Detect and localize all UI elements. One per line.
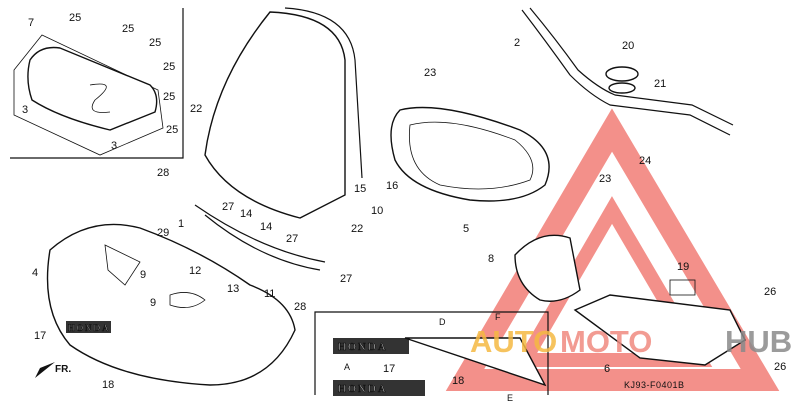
label-19: 19 [677,261,689,273]
inner-cover-opening [408,121,534,190]
label-9: 9 [140,269,146,281]
label-9: 9 [150,297,156,309]
label-24: 24 [639,155,651,167]
part-7-outline [13,34,164,156]
label-28: 28 [157,167,169,179]
label-27: 27 [286,233,298,245]
honda-emblem-upper [333,338,409,354]
label-3: 3 [22,104,28,116]
watermark-moto: MOTO [560,324,652,359]
label-17: 17 [383,363,395,375]
meter-lens-curve [89,83,111,113]
label-25: 25 [149,37,161,49]
label-23: 23 [424,67,436,79]
label-16: 16 [386,180,398,192]
label-25: 25 [69,12,81,24]
grommet-20 [605,66,639,82]
label-F: F [495,312,501,322]
label-23: 23 [599,173,611,185]
windscreen [204,11,346,219]
label-14: 14 [260,221,272,233]
honda-emblem-17-text: HONDA [338,383,388,395]
inset-frame [10,8,184,159]
label-20: 20 [622,40,634,52]
label-15: 15 [354,183,366,195]
label-25: 25 [163,91,175,103]
label-22: 22 [190,103,202,115]
label-17: 17 [34,330,46,342]
label-7: 7 [28,17,34,29]
label-12: 12 [189,265,201,277]
label-18: 18 [102,379,114,391]
honda-emblem-front-text: HONDA [68,323,111,333]
front-direction-arrow: FR. [30,362,71,378]
handlebar-2-edge [529,7,734,126]
vent-9-lower [169,292,206,308]
label-29: 29 [157,227,169,239]
label-28: 28 [294,301,306,313]
watermark-text: AUTO MOTO HUB [470,324,792,359]
label-2: 2 [514,37,520,49]
label-5: 5 [463,223,469,235]
inner-cover-5 [390,106,550,202]
label-25: 25 [163,61,175,73]
screen-bracket-11 [194,204,326,263]
emblem-inset-frame [314,311,549,395]
label-E: E [507,393,513,403]
label-18: 18 [452,375,464,387]
label-27: 27 [222,201,234,213]
under-cover-6 [573,294,746,366]
honda-emblem-17 [333,380,425,396]
watermark-hub: HUB [725,324,792,359]
windscreen-trim-15 [284,7,363,179]
honda-emblem-upper-text: HONDA [338,341,388,353]
label-1: 1 [178,218,184,230]
label-11: 11 [264,288,275,300]
label-25: 25 [122,23,134,35]
honda-emblem-front [66,321,111,333]
label-27: 27 [340,273,352,285]
label-19 [669,279,696,296]
label-25: 25 [166,124,178,136]
label-14: 14 [240,208,252,220]
handlebar-2 [521,9,731,136]
front-direction-label: FR. [55,364,71,375]
part-labels: 7 25 25 25 25 25 25 3 3 22 28 29 1 27 14… [22,12,786,403]
label-8: 8 [488,253,494,265]
label-A: A [344,362,350,372]
lower-cover-8 [514,234,581,302]
label-26: 26 [764,286,776,298]
meter-panel-7 [27,46,158,131]
label-10: 10 [371,205,383,217]
diagram-code: KJ93-F0401B [624,380,685,390]
vent-9-upper [104,244,141,286]
label-13: 13 [227,283,239,295]
label-3: 3 [111,140,117,152]
label-4: 4 [32,267,38,279]
stripe-18 [404,337,547,387]
label-6: 6 [604,363,610,375]
screen-bracket-lower [204,214,321,271]
watermark-auto: AUTO [470,324,557,359]
label-26: 26 [774,361,786,373]
label-21: 21 [654,78,666,90]
label-D: D [439,317,446,327]
front-cover-4 [46,223,296,386]
label-22: 22 [351,223,363,235]
washer-21 [608,82,636,94]
